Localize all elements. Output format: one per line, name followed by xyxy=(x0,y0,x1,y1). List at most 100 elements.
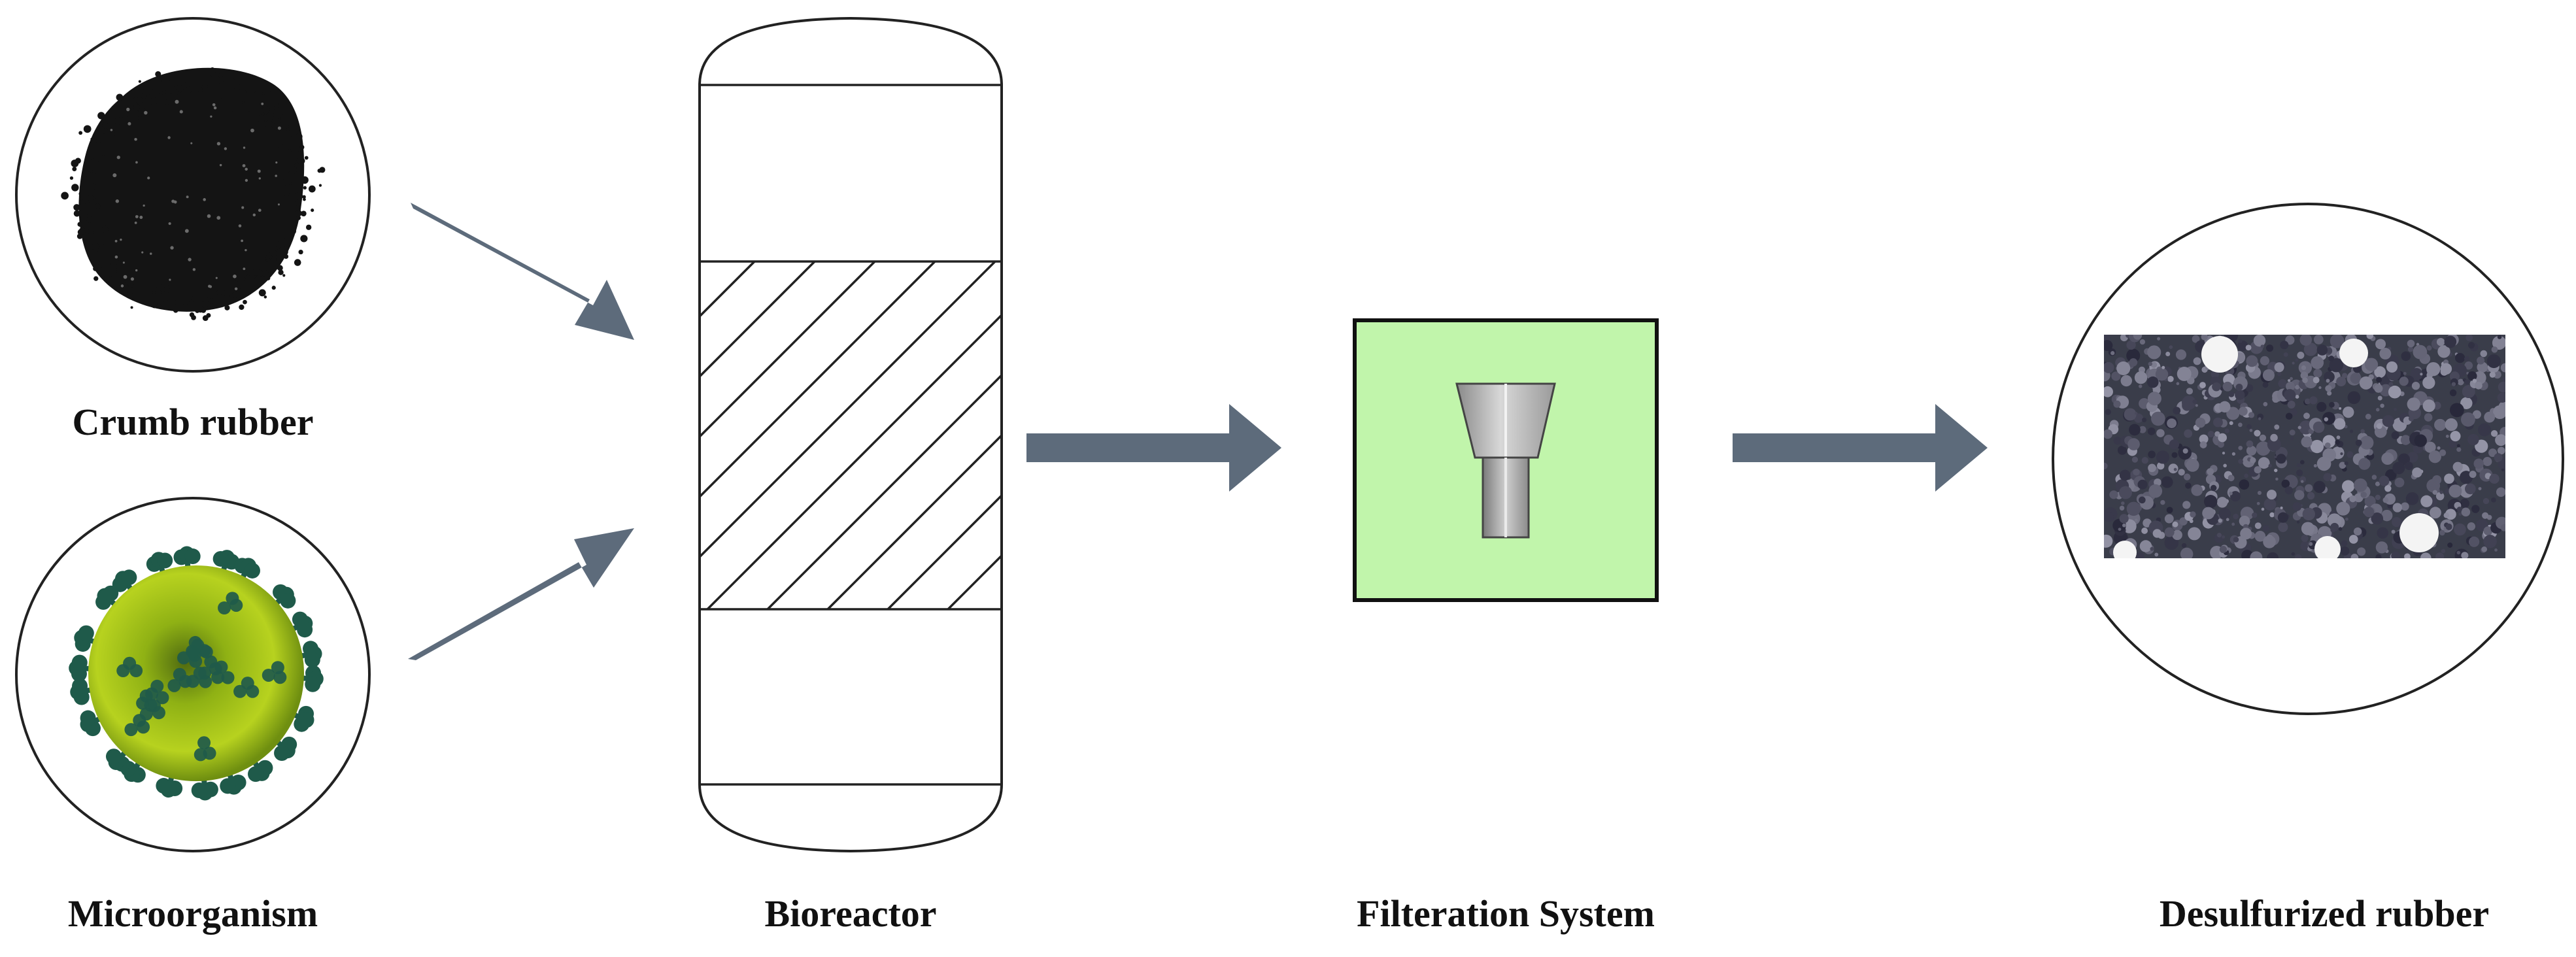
funnel-icon xyxy=(1455,382,1556,539)
crumb-highlight xyxy=(110,129,113,131)
crumb-highlight xyxy=(143,204,145,207)
rubber-granule xyxy=(2191,484,2203,496)
microbe-surface-protein xyxy=(173,667,186,681)
rubber-granule xyxy=(2413,344,2428,360)
crumb-highlight xyxy=(242,164,246,167)
crumb-speck xyxy=(164,93,172,100)
rubber-granule xyxy=(2148,450,2156,459)
rubber-granule xyxy=(2386,361,2398,373)
microbe-surface-protein xyxy=(197,736,211,750)
rubber-granule xyxy=(2384,485,2392,492)
crumb-speck xyxy=(78,227,86,235)
rubber-granule xyxy=(2449,484,2462,498)
rubber-granule xyxy=(2477,356,2485,365)
desulfurized-rubber-sample xyxy=(2052,203,2564,715)
crumb-highlight xyxy=(275,161,278,164)
rubber-granule xyxy=(2173,407,2181,415)
rubber-granule xyxy=(2104,512,2114,522)
rubber-granule xyxy=(2449,371,2460,382)
crumb-speck xyxy=(223,78,227,82)
rubber-granule xyxy=(2392,503,2403,512)
crumb-speck xyxy=(222,298,228,303)
crumb-speck xyxy=(290,201,297,208)
rubber-granule xyxy=(2377,395,2382,401)
rubber-granule xyxy=(2237,422,2243,428)
rubber-granule xyxy=(2407,346,2414,352)
rubber-granule xyxy=(2302,507,2315,521)
rubber-granule xyxy=(2126,340,2136,350)
rubber-granule xyxy=(2212,417,2223,428)
microbe-spike-head xyxy=(157,552,173,569)
rubber-granule xyxy=(2297,426,2301,429)
rubber-granule xyxy=(2371,512,2384,525)
arrow-microorganism-to-bioreactor xyxy=(408,528,634,660)
crumb-speck xyxy=(163,286,171,294)
crumb-speck xyxy=(69,176,74,180)
crumb-speck xyxy=(208,297,215,304)
rubber-granule xyxy=(2376,377,2382,383)
rubber-granule xyxy=(2119,469,2131,481)
hatch-line xyxy=(700,261,996,559)
microbe-surface-protein xyxy=(193,666,207,680)
crumb-speck xyxy=(250,103,254,107)
rubber-granule xyxy=(2278,379,2287,388)
crumb-speck xyxy=(114,273,118,277)
rubber-granule xyxy=(2304,398,2311,405)
crumb-speck xyxy=(250,280,253,284)
rubber-granule xyxy=(2322,412,2335,425)
crumb-highlight xyxy=(171,199,175,203)
microbe-surface-protein xyxy=(194,748,207,762)
rubber-granule xyxy=(2495,434,2505,446)
rubber-granule xyxy=(2391,551,2400,558)
rubber-granule xyxy=(2126,501,2141,516)
rubber-granule xyxy=(2371,475,2377,480)
crumb-speck xyxy=(138,107,145,114)
rubber-granule xyxy=(2173,467,2177,471)
rubber-granule xyxy=(2410,368,2423,380)
rubber-granule xyxy=(2399,377,2409,386)
rubber-granule xyxy=(2325,385,2332,392)
microbe-spike-head xyxy=(156,778,172,794)
rubber-granule xyxy=(2449,389,2457,397)
crumb-speck xyxy=(274,103,280,109)
crumb-speck xyxy=(285,160,289,164)
rubber-granule xyxy=(2235,352,2246,362)
rubber-granule xyxy=(2195,404,2198,407)
microbe-spike-head xyxy=(78,625,94,641)
arrow-filtration-to-desulfurized xyxy=(1733,404,1988,492)
rubber-granule xyxy=(2128,424,2141,436)
rubber-granule xyxy=(2284,389,2296,401)
rubber-granule xyxy=(2341,480,2355,493)
rubber-granule xyxy=(2122,523,2126,528)
rubber-granule xyxy=(2239,515,2250,527)
rubber-granule xyxy=(2258,457,2270,469)
rubber-granule xyxy=(2104,462,2108,470)
rubber-granule xyxy=(2500,363,2505,373)
crumb-speck xyxy=(94,203,101,209)
rubber-granule xyxy=(2246,355,2258,367)
rubber-granule xyxy=(2491,497,2496,503)
rubber-granule xyxy=(2444,473,2454,484)
rubber-granule xyxy=(2218,508,2231,520)
crumb-speck xyxy=(233,289,242,297)
rubber-granule xyxy=(2192,399,2197,404)
rubber-granule xyxy=(2263,535,2276,548)
rubber-granule xyxy=(2497,335,2502,339)
crumb-speck xyxy=(98,160,102,165)
rubber-granule xyxy=(2376,423,2382,429)
rubber-granule xyxy=(2428,450,2441,463)
rubber-granule xyxy=(2222,452,2226,455)
rubber-granule xyxy=(2457,378,2464,386)
rubber-granule xyxy=(2237,340,2248,352)
crumb-speck xyxy=(260,281,263,286)
rubber-granule xyxy=(2426,345,2432,351)
rubber-granule xyxy=(2254,531,2266,542)
microbe-spike-head xyxy=(105,748,122,765)
crumb-highlight xyxy=(188,258,192,261)
rubber-granule xyxy=(2494,453,2503,462)
rubber-granule xyxy=(2148,484,2163,498)
rubber-granule xyxy=(2307,492,2315,500)
crumb-speck xyxy=(300,235,308,243)
rubber-granule xyxy=(2316,344,2328,356)
microbe-spike-head xyxy=(294,716,310,732)
